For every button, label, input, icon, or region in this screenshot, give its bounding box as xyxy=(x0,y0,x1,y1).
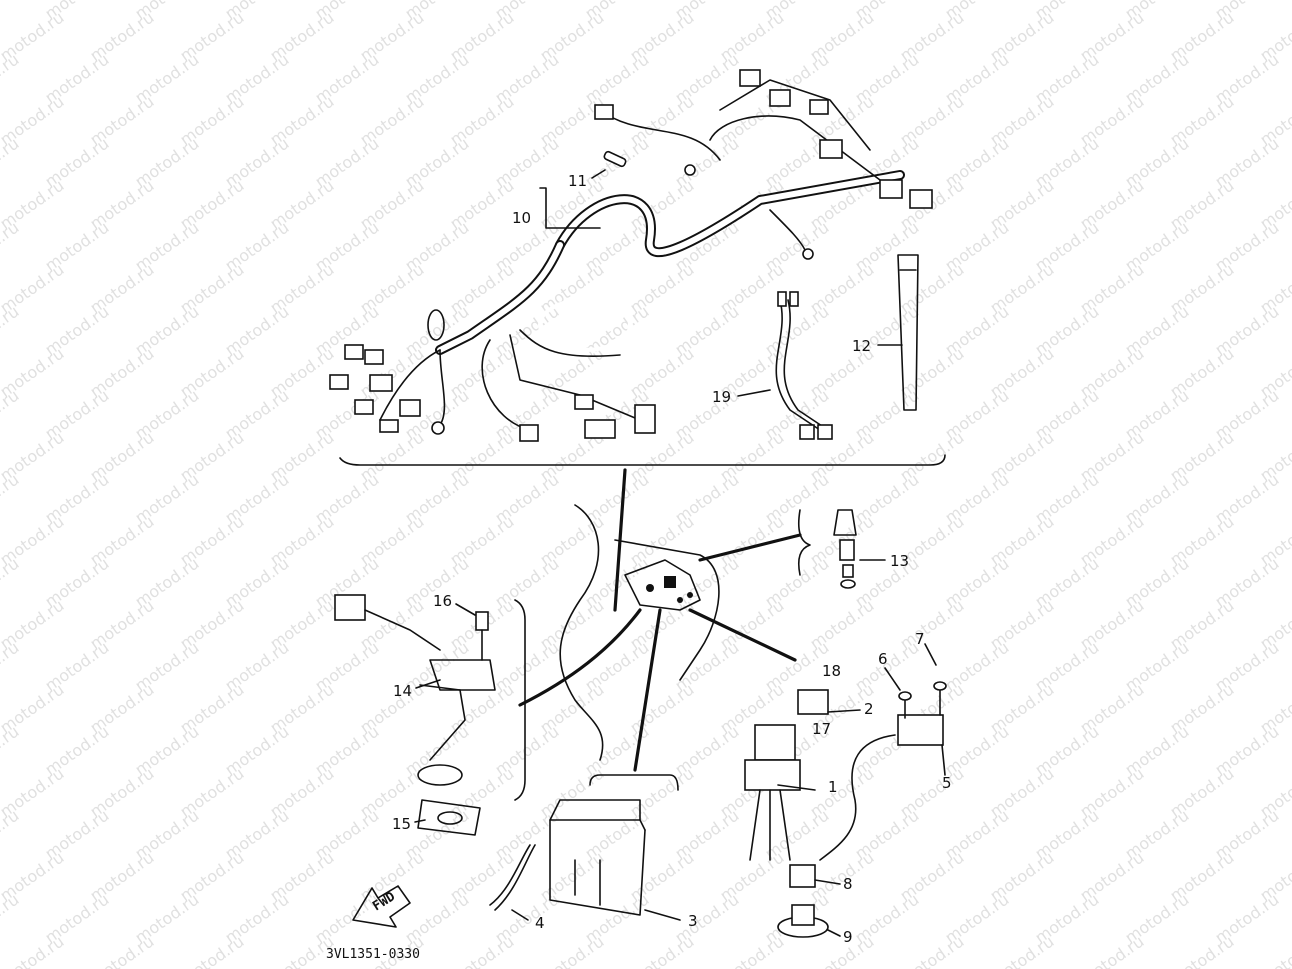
relay-units xyxy=(744,689,829,861)
watermark-text: motod.ru xyxy=(1076,932,1147,969)
callout-5: 5 xyxy=(942,774,952,792)
watermark-text: motod.ru xyxy=(446,932,517,969)
watermark-text: motod.ru xyxy=(0,470,22,528)
watermark-text: motod.ru xyxy=(0,932,67,969)
callout-13: 13 xyxy=(890,552,909,570)
watermark-text: motod.ru xyxy=(0,0,22,23)
callout-19: 19 xyxy=(712,388,731,406)
battery xyxy=(489,774,679,916)
watermark-text: motod.ru xyxy=(716,932,787,969)
watermark-text: motod.ru xyxy=(1256,932,1292,969)
diagram-code: 3VL1351-0330 xyxy=(326,947,420,962)
watermark-text: motod.ru xyxy=(0,722,22,780)
watermark-text: motod.ru xyxy=(176,932,247,969)
watermark-text: motod.ru xyxy=(0,890,22,948)
watermark-text: motod.ru xyxy=(0,554,22,612)
callout-10: 10 xyxy=(512,209,531,227)
watermark-text: motod.ru xyxy=(626,932,697,969)
callout-8: 8 xyxy=(843,875,853,893)
watermark-text: motod.ru xyxy=(0,302,22,360)
callout-numbers: 1 2 3 4 5 6 7 8 9 10 11 12 13 14 15 16 1… xyxy=(392,172,952,946)
callout-18: 18 xyxy=(822,662,841,680)
watermark-text: motod.ru xyxy=(0,806,22,864)
callout-17: 17 xyxy=(812,720,831,738)
callout-11: 11 xyxy=(568,172,587,190)
callout-6: 6 xyxy=(878,650,888,668)
wire-harness xyxy=(329,69,933,442)
fuse xyxy=(603,150,627,168)
callout-14: 14 xyxy=(393,682,412,700)
leader-lines xyxy=(518,468,802,772)
callout-9: 9 xyxy=(843,928,853,946)
watermark-text: motod.ru xyxy=(86,932,157,969)
callout-15: 15 xyxy=(392,815,411,833)
watermark-text: motod.ru xyxy=(1166,932,1237,969)
callout-7: 7 xyxy=(915,630,925,648)
callout-3: 3 xyxy=(688,912,698,930)
watermark-text: motod.ru xyxy=(0,638,22,696)
watermark-text: motod.ru xyxy=(0,218,22,276)
callout-leaders xyxy=(414,169,946,937)
callout-4: 4 xyxy=(535,914,545,932)
watermark-text: motod.ru xyxy=(896,932,967,969)
cable-band xyxy=(897,254,919,411)
callout-16: 16 xyxy=(433,592,452,610)
callout-12: 12 xyxy=(852,337,871,355)
fuel-sender xyxy=(334,594,526,836)
watermark-text: motod.ru xyxy=(986,932,1057,969)
callout-1: 1 xyxy=(828,778,838,796)
harness-bracket xyxy=(339,454,946,466)
lead-wire xyxy=(775,291,833,440)
ignition-coil xyxy=(777,681,947,938)
watermark-text: motod.ru xyxy=(806,932,877,969)
switch xyxy=(797,509,886,589)
watermark-text: motod.ru xyxy=(0,50,22,108)
callout-2: 2 xyxy=(864,700,874,718)
watermark-text: motod.ru xyxy=(536,932,607,969)
watermark-text: motod.ru xyxy=(0,134,22,192)
watermark-text: motod.ru xyxy=(0,386,22,444)
